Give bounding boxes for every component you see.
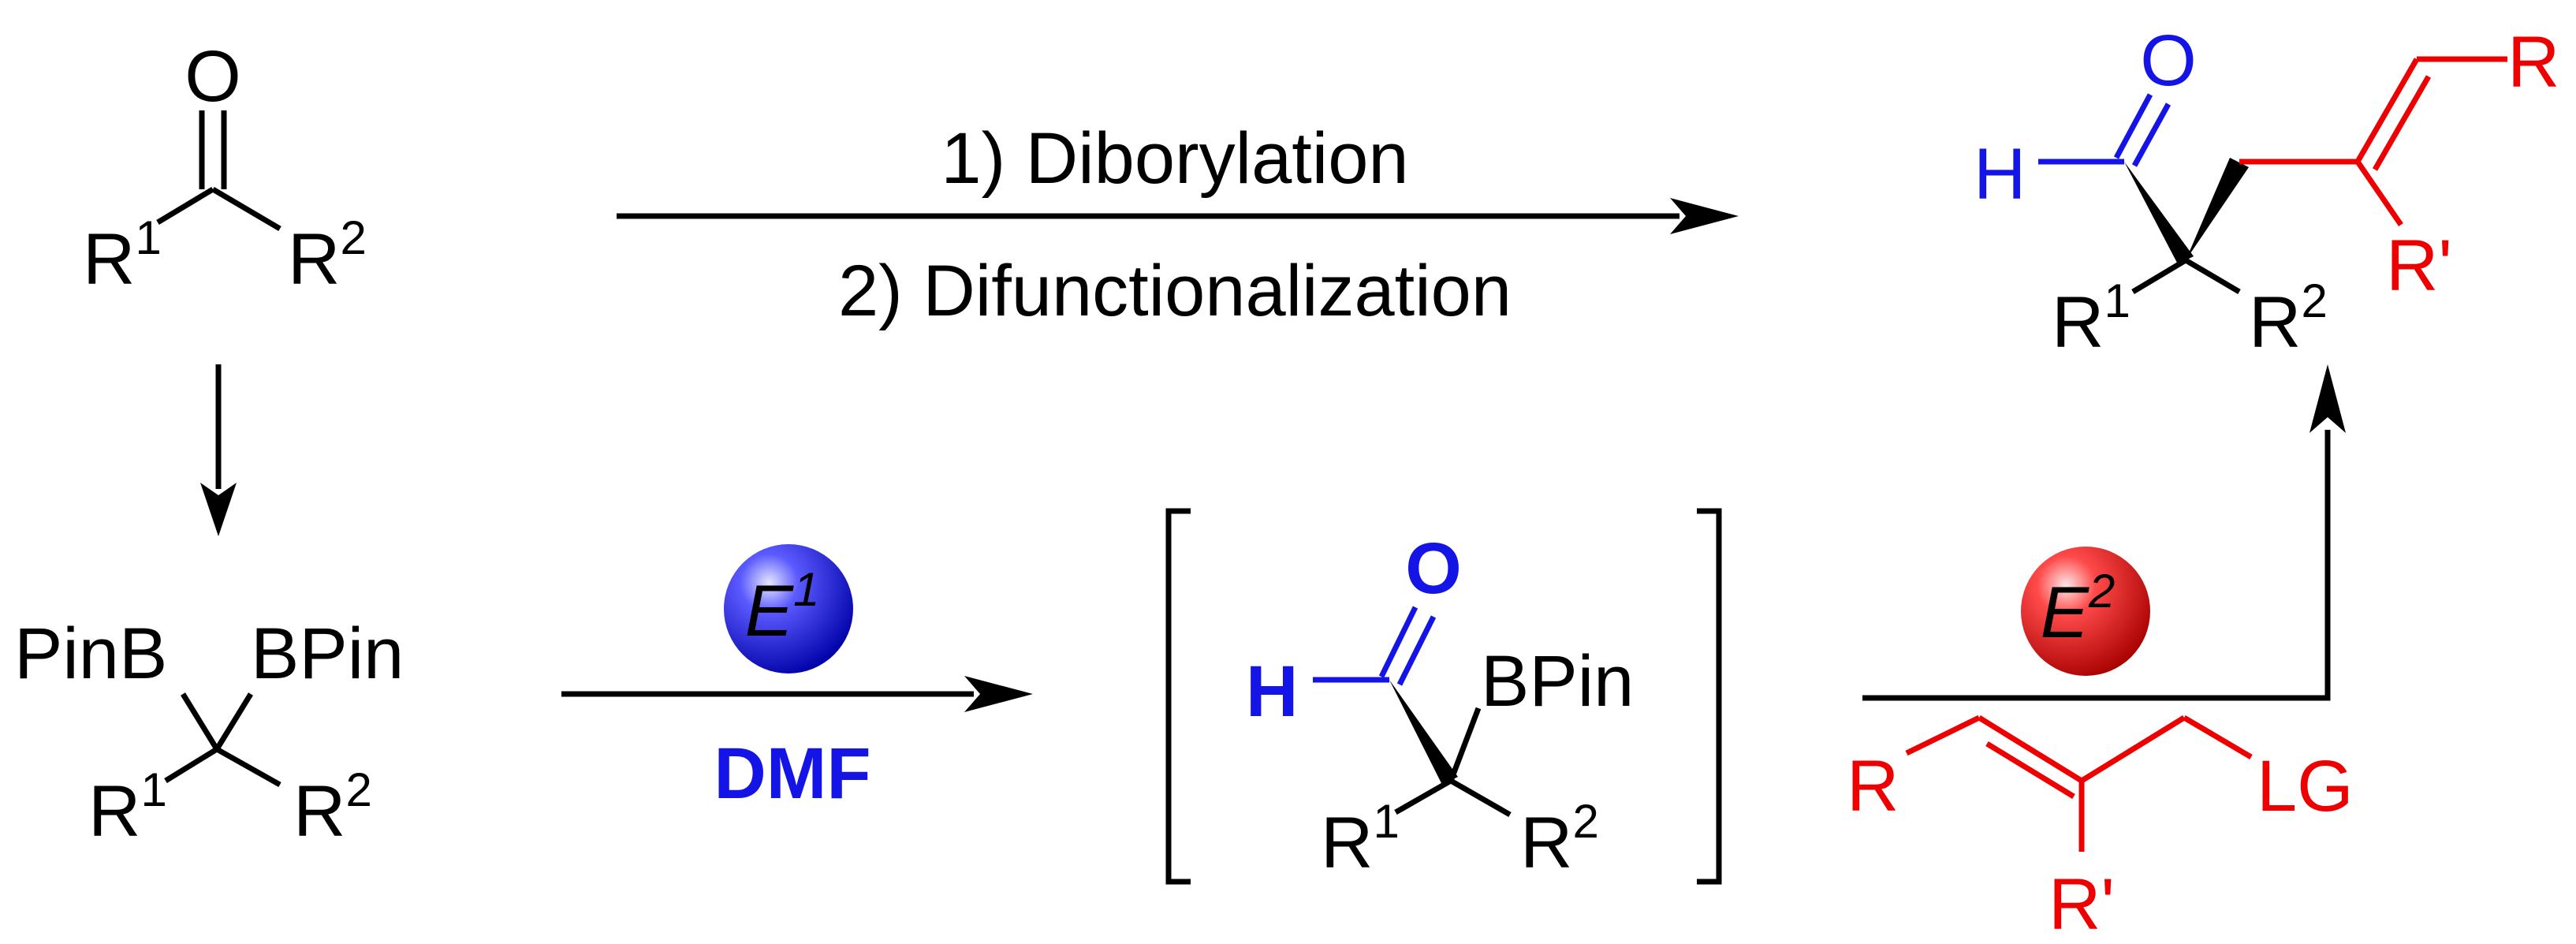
product-rprime: R' [2386,226,2452,306]
product-r: R [2507,22,2559,103]
top-arrow: 1) Diborylation 2) Difunctionalization [617,118,1739,331]
ketone-r2: R2 [288,211,367,300]
diboronate-pinb: PinB [14,614,167,694]
intermediate-r2: R2 [1520,795,1599,883]
product-bond-r2 [2184,257,2241,295]
diboronate-bond-r1 [164,747,218,783]
product-r2: R2 [2249,274,2328,363]
intermediate-bond-r2 [1449,778,1512,818]
diboronate-bond-r2 [215,746,281,788]
diboronate: PinB BPin R1 R2 [14,614,404,852]
intermediate-bond-b [1448,707,1482,782]
e1-label: E1 [745,563,820,651]
product-bond-c1-rprime [2355,160,2403,226]
allyl-lg: LG [2257,746,2354,826]
ketone-bond-r1 [156,186,214,226]
diboronate-r1: R1 [88,763,167,852]
allyl-reagent: R LG R' [1847,715,2354,944]
product-wedge-bond-cho [2124,162,2194,264]
step-1-label: 1) Diborylation [941,118,1408,199]
allyl-double-bond-b [1985,741,2075,799]
intermediate-co-bond-b [1396,615,1437,686]
product-wedge-bond-ch2 [2186,158,2249,260]
product-hydrogen: H [1974,134,2026,215]
middle-arrow: E1 DMF [561,544,1033,814]
product-double-bond-a [2354,58,2420,163]
left-bracket [1165,508,1191,885]
e2-ball [2021,547,2150,676]
intermediate-r1: R1 [1321,795,1400,883]
ketone-r1: R1 [83,211,162,300]
product: O H R1 R2 R R' [1974,21,2559,363]
intermediate-bond-r1 [1394,778,1452,815]
allyl-bond-c2-c3 [2080,715,2186,783]
product-double-bond-b [2372,75,2432,171]
dmf-label: DMF [714,733,870,814]
intermediate-co-bond-a [1378,606,1418,678]
ketone: O R1 R2 [83,36,367,300]
allyl-double-bond-a [1978,715,2083,783]
e1-ball [724,544,853,673]
ketone-bond-r2 [211,186,281,232]
right-arrow: E2 [1862,364,2346,701]
allyl-bond-c3-lg [2183,715,2253,760]
allyl-rprime: R' [2048,864,2115,944]
allyl-r: R [1847,746,1899,826]
product-oxygen: O [2140,21,2197,101]
intermediate-hydrogen: H [1246,651,1298,732]
e2-label: E2 [2041,565,2116,653]
ketone-oxygen: O [185,36,241,117]
allyl-bond-r-c1 [1905,715,1981,756]
diboronate-bpin: BPin [251,614,404,694]
product-bond-r1 [2131,257,2187,295]
diboronate-r2: R2 [293,763,372,852]
intermediate: O H BPin R1 R2 [1165,508,1722,885]
intermediate-wedge-bond [1389,680,1458,785]
product-co-bond-a [2113,93,2153,159]
intermediate-oxygen: O [1405,528,1462,609]
down-arrow [200,364,237,536]
product-co-bond-b [2131,103,2172,167]
diboronate-bond-b1 [181,692,219,751]
step-2-label: 2) Difunctionalization [838,251,1512,331]
right-bracket [1697,508,1722,885]
intermediate-bpin: BPin [1481,641,1634,722]
diboronate-bond-b2 [214,692,253,751]
product-r1: R1 [2052,274,2131,363]
